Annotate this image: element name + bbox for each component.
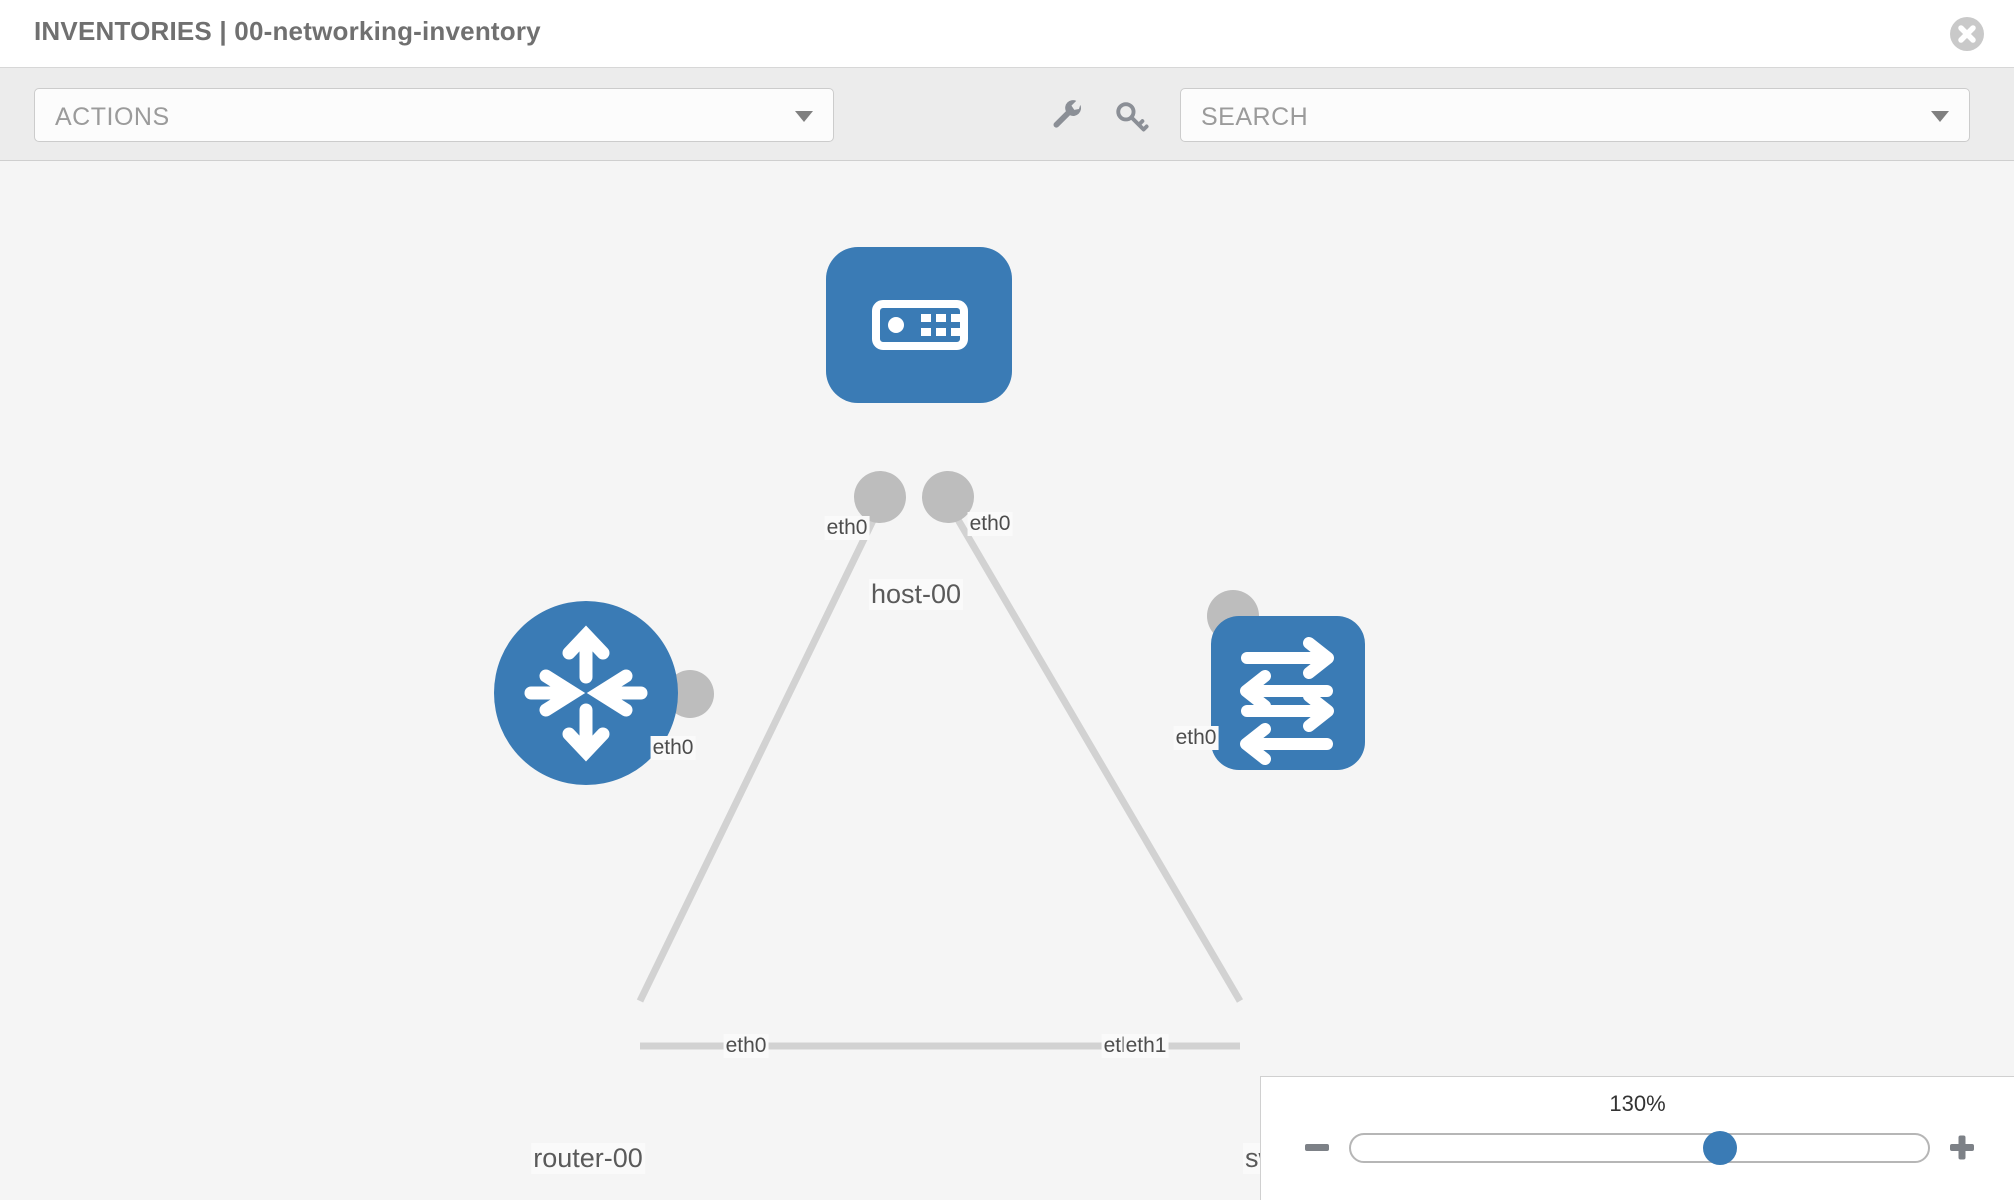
node-switch-00 (1211, 616, 1365, 770)
node-host-00 (826, 247, 1012, 403)
actions-dropdown-label: ACTIONS (55, 103, 170, 131)
link-host00-router00 (636, 504, 884, 1003)
iface-label-switch00-eth1: eth1 (1123, 1034, 1169, 1058)
node-label-router-00[interactable]: router-00 (531, 1143, 645, 1174)
zoom-slider[interactable] (1349, 1131, 1930, 1165)
wrench-icon[interactable] (1050, 98, 1086, 134)
zoom-control-panel: 130% (1260, 1076, 2014, 1200)
socket-host00-eth0-left (854, 471, 906, 523)
search-placeholder: SEARCH (1201, 103, 1309, 131)
socket-router00-eth0 (666, 670, 714, 718)
close-icon[interactable] (1950, 17, 1984, 51)
topology-sockets (666, 471, 1259, 718)
zoom-slider-row (1301, 1129, 1978, 1169)
iface-label-host00-eth0-left: eth0 (824, 516, 870, 540)
actions-dropdown[interactable]: ACTIONS (34, 88, 834, 142)
key-icon[interactable] (1113, 98, 1149, 134)
zoom-slider-thumb[interactable] (1703, 1131, 1738, 1165)
link-host00-switch00 (946, 504, 1244, 1003)
zoom-in-button[interactable] (1946, 1131, 1978, 1165)
iface-label-router00-eth0-up: eth0 (650, 736, 696, 760)
zoom-percent-label: 130% (1609, 1091, 1666, 1116)
search-input[interactable]: SEARCH (1180, 88, 1970, 142)
iface-label-router00-eth0: eth0 (723, 1034, 769, 1058)
page-title: INVENTORIES | 00-networking-inventory (34, 16, 541, 46)
iface-label-host00-eth0-right: eth0 (967, 512, 1013, 536)
page-header: INVENTORIES | 00-networking-inventory (0, 0, 2014, 68)
iface-label-switch00-eth0-up: eth0 (1173, 726, 1219, 750)
switch-arrows-icon (1240, 637, 1334, 765)
node-label-host-00[interactable]: host-00 (868, 579, 964, 610)
socket-host00-eth0-right (922, 471, 974, 523)
topology-canvas[interactable]: host-00 router-00 switch-00 eth0 eth0 et… (0, 161, 2014, 1200)
chevron-down-icon (795, 111, 813, 122)
node-router-00 (494, 601, 678, 785)
zoom-out-button[interactable] (1301, 1131, 1333, 1165)
server-icon (872, 300, 968, 350)
chevron-down-icon[interactable] (1931, 111, 1949, 122)
router-arrows-icon (524, 625, 648, 762)
toolbar: ACTIONS SEARCH (0, 68, 2014, 161)
